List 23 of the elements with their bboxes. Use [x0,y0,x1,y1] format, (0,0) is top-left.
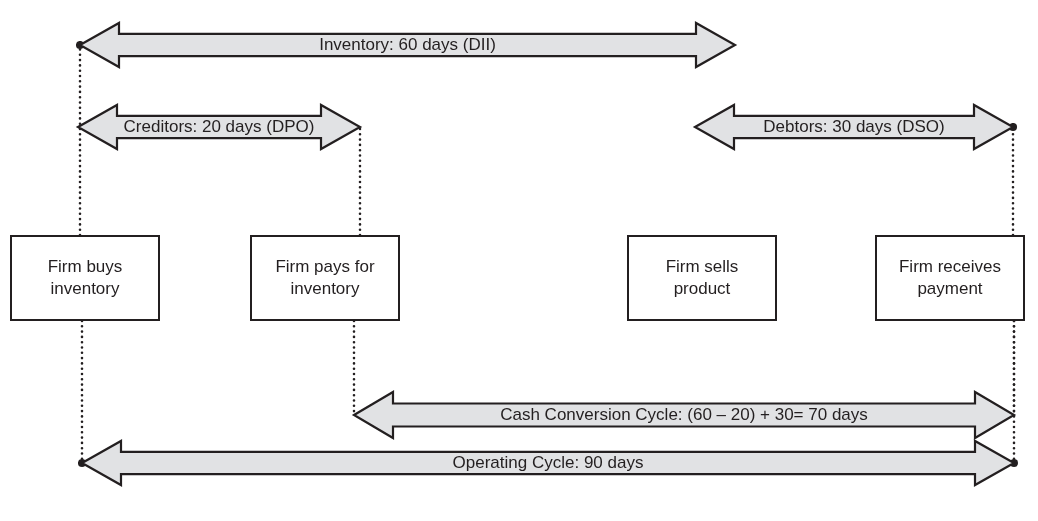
double-arrow-band [353,391,1015,439]
dotted-connector [358,125,362,237]
double-arrow-band [77,104,361,150]
double-arrow-band [79,22,736,68]
event-box [627,235,777,321]
dotted-connector [1009,319,1019,468]
dotted-connector [77,319,87,468]
double-arrow-band [81,440,1015,486]
period-label: Creditors: 20 days (DPO) [123,115,315,138]
event-label: Firm pays for inventory [274,255,376,300]
period-label: Operating Cycle: 90 days [452,451,644,474]
period-label: Inventory: 60 days (DII) [319,33,496,56]
period-label: Debtors: 30 days (DSO) [763,115,945,138]
double-arrow-band [694,104,1014,150]
dotted-connector [1008,122,1018,237]
dotted-connector [75,40,85,237]
event-box [250,235,400,321]
event-box [10,235,160,321]
event-label: Firm receives payment [898,255,1002,300]
event-label: Firm buys inventory [46,255,124,300]
event-box [875,235,1025,321]
period-label: Cash Conversion Cycle: (60 – 20) + 30= 70 days [500,403,868,426]
event-label: Firm sells product [664,255,740,300]
